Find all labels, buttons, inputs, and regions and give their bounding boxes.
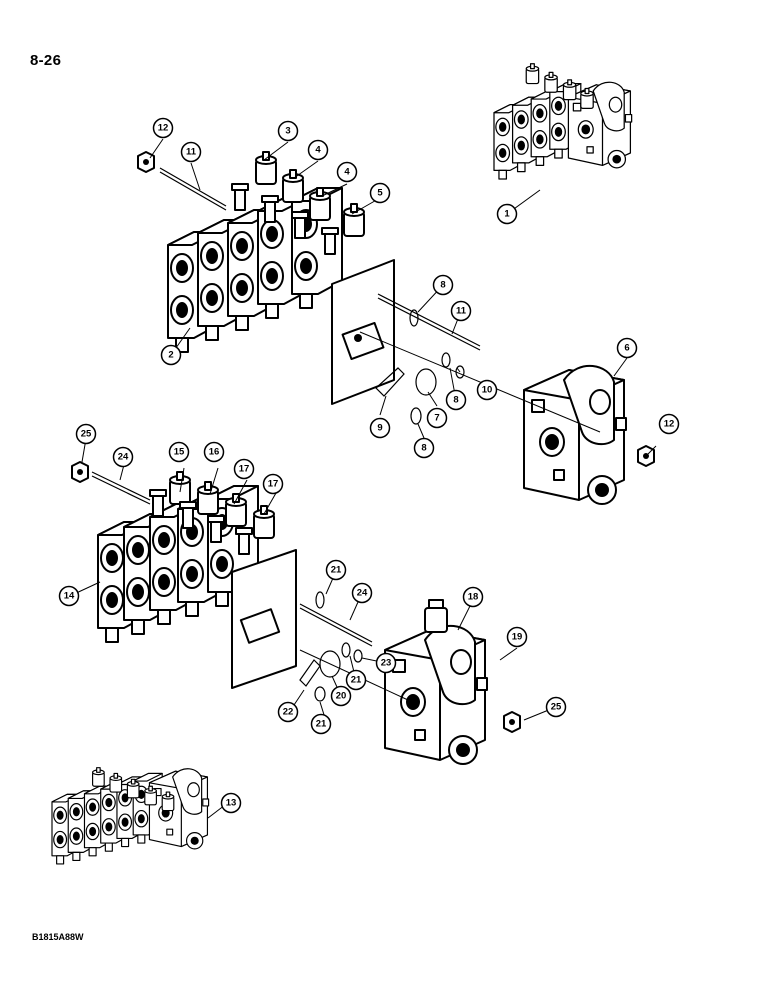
valve-assembly-upper: [167, 151, 395, 405]
callout-14: 14: [58, 585, 80, 607]
callout-12b: 12: [658, 413, 680, 435]
callout-20-label: 20: [336, 691, 347, 702]
callout-17a: 17: [233, 458, 255, 480]
callout-8a-label: 8: [440, 280, 445, 291]
end-section-lower: [384, 599, 488, 765]
callout-1: 1: [496, 203, 518, 225]
callout-10: 10: [476, 379, 498, 401]
page-number: 8-26: [30, 52, 62, 69]
callout-14-label: 14: [64, 591, 75, 602]
callout-4b: 4: [336, 161, 358, 183]
tie-rod-11-right: [377, 293, 481, 351]
callout-24b-label: 24: [357, 588, 368, 599]
callout-25a-label: 25: [81, 429, 92, 440]
callout-11b: 11: [450, 300, 472, 322]
callout-8c: 8: [413, 437, 435, 459]
tie-rod-24-left: [91, 471, 151, 505]
callout-17b: 17: [262, 473, 284, 495]
callout-13-label: 13: [226, 798, 237, 809]
callout-24b: 24: [351, 582, 373, 604]
callout-19-label: 19: [512, 632, 523, 643]
callout-8b: 8: [445, 389, 467, 411]
callout-23-label: 23: [381, 658, 392, 669]
callout-13: 13: [220, 792, 242, 814]
callout-11a: 11: [180, 141, 202, 163]
callout-4b-label: 4: [344, 167, 350, 178]
callout-17b-label: 17: [268, 479, 279, 490]
o-rings-upper: [375, 309, 465, 425]
callout-10-label: 10: [482, 385, 493, 396]
callout-2-label: 2: [168, 350, 173, 361]
nut-12-right: [637, 445, 655, 467]
callout-24a-label: 24: [118, 452, 129, 463]
callout-21b: 21: [345, 669, 367, 691]
callout-21a: 21: [325, 559, 347, 581]
callout-9: 9: [369, 417, 391, 439]
callout-5-label: 5: [377, 188, 383, 199]
callout-8b-label: 8: [453, 395, 458, 406]
callout-21c-label: 21: [316, 719, 327, 730]
figure-code: B1815A88W: [32, 932, 84, 942]
callout-7-label: 7: [434, 413, 439, 424]
callout-23: 23: [375, 652, 397, 674]
callout-22: 22: [277, 701, 299, 723]
callout-21a-label: 21: [331, 565, 342, 576]
callout-15-label: 15: [174, 447, 185, 458]
callout-11b-label: 11: [456, 306, 467, 317]
callout-22-label: 22: [283, 707, 294, 718]
callout-18-label: 18: [468, 592, 479, 603]
callout-1-label: 1: [504, 209, 510, 220]
callout-6: 6: [616, 337, 638, 359]
callout-3-label: 3: [285, 126, 290, 137]
callout-16-label: 16: [209, 447, 220, 458]
callout-19: 19: [506, 626, 528, 648]
callout-7: 7: [426, 407, 448, 429]
nut-25-right: [503, 711, 521, 733]
callout-5: 5: [369, 182, 391, 204]
callout-20: 20: [330, 685, 352, 707]
callout-12a: 12: [152, 117, 174, 139]
callout-16: 16: [203, 441, 225, 463]
callout-8c-label: 8: [421, 443, 426, 454]
callout-2: 2: [160, 344, 182, 366]
callout-21b-label: 21: [351, 675, 362, 686]
callout-25a: 25: [75, 423, 97, 445]
callout-9-label: 9: [377, 423, 382, 434]
callout-15: 15: [168, 441, 190, 463]
callout-12a-label: 12: [158, 123, 169, 134]
tie-rod-11: [159, 167, 227, 211]
callout-4a-label: 4: [315, 145, 321, 156]
valve-assembly-thumbnail-bottom: [51, 767, 210, 865]
callout-25b: 25: [545, 696, 567, 718]
end-cover-upper: [523, 364, 627, 505]
valve-assembly-lower: [97, 471, 297, 689]
callout-3: 3: [277, 120, 299, 142]
callout-4a: 4: [307, 139, 329, 161]
callout-18: 18: [462, 586, 484, 608]
o-rings-lower: [299, 591, 363, 702]
callout-21c: 21: [310, 713, 332, 735]
callout-17a-label: 17: [239, 464, 250, 475]
nut-25-left: [71, 461, 89, 483]
callout-8a: 8: [432, 274, 454, 296]
callout-25b-label: 25: [551, 702, 562, 713]
callout-12b-label: 12: [664, 419, 675, 430]
tie-rod-24-right: [299, 603, 373, 647]
callout-11a-label: 11: [186, 147, 197, 158]
callout-6-label: 6: [624, 343, 629, 354]
valve-assembly-thumbnail-top: [493, 63, 633, 180]
callout-24a: 24: [112, 446, 134, 468]
